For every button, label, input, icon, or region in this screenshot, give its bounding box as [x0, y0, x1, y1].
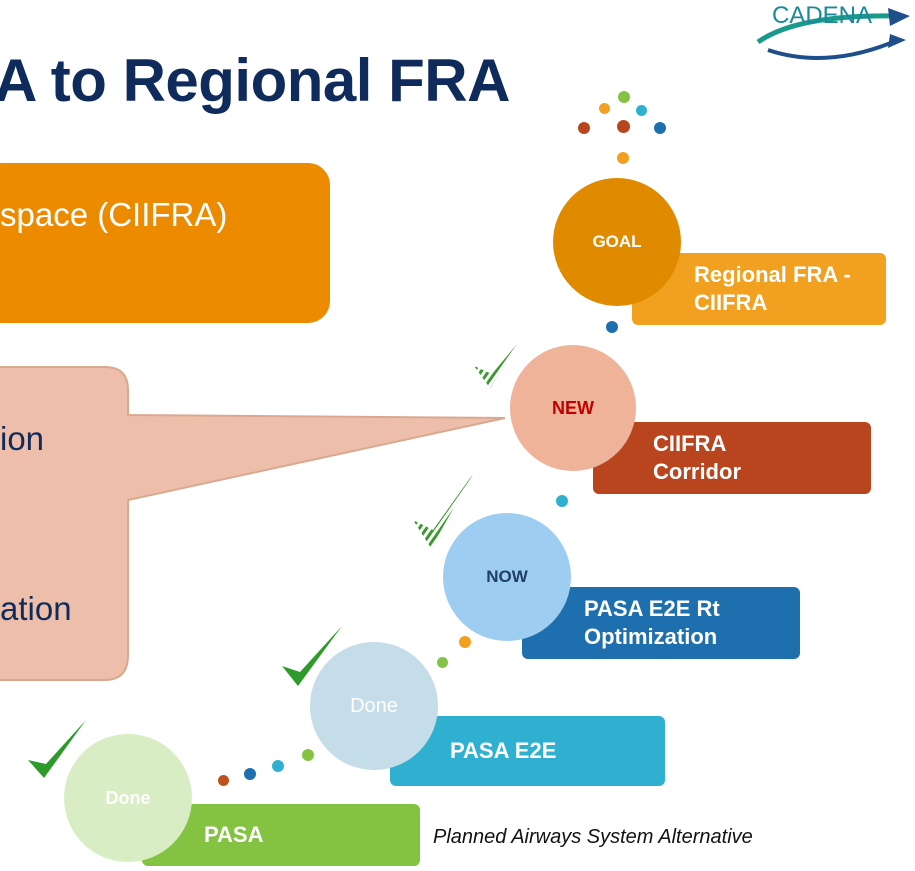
dot — [302, 749, 314, 761]
dot — [437, 657, 448, 668]
dot — [599, 103, 610, 114]
dot — [606, 321, 618, 333]
logo-swoosh-icon — [756, 8, 910, 60]
callout-text-line1: ion — [0, 420, 45, 457]
stage-label-pasa-text: PASA — [204, 822, 264, 847]
footnote: Planned Airways System Alternative — [433, 826, 753, 848]
stage-circle-now: NOW — [443, 513, 571, 641]
check-icon — [474, 326, 532, 388]
stage-label-ciifra-corridor-text: CIIFRA Corridor — [653, 431, 741, 484]
dot — [636, 105, 647, 116]
check-icon — [282, 626, 342, 686]
stage-label-pasa-e2e-rt: PASA E2E Rt Optimization — [522, 587, 800, 659]
stage-label-pasa-e2e-text: PASA E2E — [450, 738, 557, 763]
logo-text: CADENA — [772, 2, 873, 29]
stage-circle-goal: GOAL — [553, 178, 681, 306]
dot — [618, 91, 630, 103]
stage-circle-new-text: NEW — [552, 397, 594, 418]
stage-label-pasa-e2e: PASA E2E — [390, 716, 665, 786]
stage-label-regional-fra: Regional FRA - CIIFRA — [632, 253, 886, 325]
check-icon — [413, 474, 473, 548]
stage-circle-now-text: NOW — [486, 567, 528, 586]
dot — [556, 495, 568, 507]
stage-label-regional-fra-text: Regional FRA - CIIFRA — [694, 262, 851, 315]
stage-circle-new: NEW — [510, 345, 636, 471]
ciifra-box-text: space (CIIFRA) — [0, 196, 228, 233]
dot — [617, 152, 629, 164]
stage-label-ciifra-corridor: CIIFRA Corridor — [593, 422, 871, 494]
ciifra-box: space (CIIFRA) — [0, 163, 330, 323]
stage-circle-pasa: Done — [64, 734, 192, 862]
dot — [617, 120, 630, 133]
dot — [272, 760, 284, 772]
cadena-logo: CADENA — [738, 0, 915, 80]
dot — [578, 122, 590, 134]
dot — [654, 122, 666, 134]
callout-text-line2: ation — [0, 590, 72, 627]
stage-label-pasa-e2e-rt-text: PASA E2E Rt Optimization — [584, 596, 720, 649]
dot — [244, 768, 256, 780]
check-icon — [28, 720, 86, 778]
page-title: A to Regional FRA — [0, 47, 510, 114]
dot — [459, 636, 471, 648]
stage-circle-pasa-e2e-text: Done — [350, 694, 398, 717]
stage-circle-pasa-text: Done — [105, 787, 151, 808]
stage-circle-goal-text: GOAL — [592, 232, 642, 251]
stage-circle-pasa-e2e: Done — [310, 642, 438, 770]
dot — [218, 775, 229, 786]
